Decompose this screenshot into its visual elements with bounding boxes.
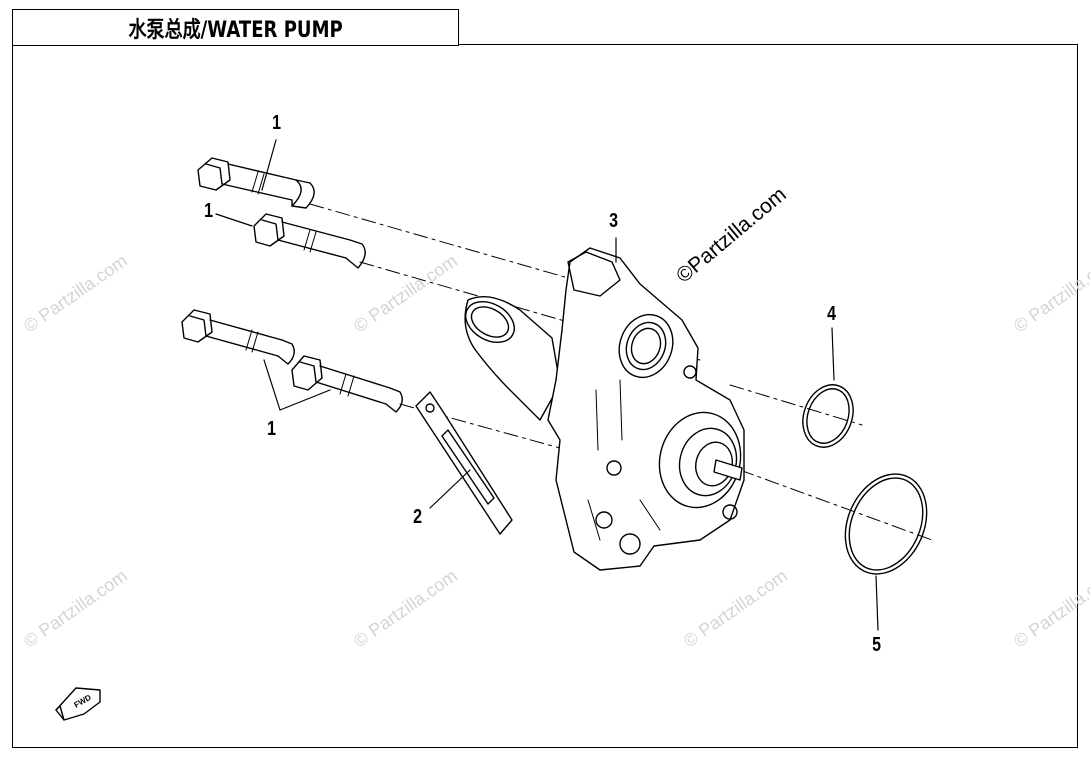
callout-1-lower: 1 xyxy=(267,418,277,440)
gasket-plate xyxy=(415,391,513,535)
title-box: 水泵总成/WATER PUMP xyxy=(12,9,459,46)
callout-1-middle: 1 xyxy=(204,200,214,222)
o-ring-large xyxy=(844,473,928,575)
callout-3: 3 xyxy=(609,210,619,232)
callout-5: 5 xyxy=(872,634,882,656)
bolt-top xyxy=(197,157,315,209)
diagram-title: 水泵总成/WATER PUMP xyxy=(128,17,343,43)
bolt-middle xyxy=(253,213,366,269)
o-ring-small xyxy=(802,384,854,448)
water-pump-body xyxy=(464,247,745,571)
callout-1-top: 1 xyxy=(272,112,282,134)
fwd-arrow-icon xyxy=(55,687,101,721)
bolt-lower-long xyxy=(181,309,295,365)
diagram-frame xyxy=(12,44,1078,748)
bolt-lower-short xyxy=(291,355,403,413)
callout-2: 2 xyxy=(413,506,423,528)
callout-4: 4 xyxy=(827,303,837,325)
